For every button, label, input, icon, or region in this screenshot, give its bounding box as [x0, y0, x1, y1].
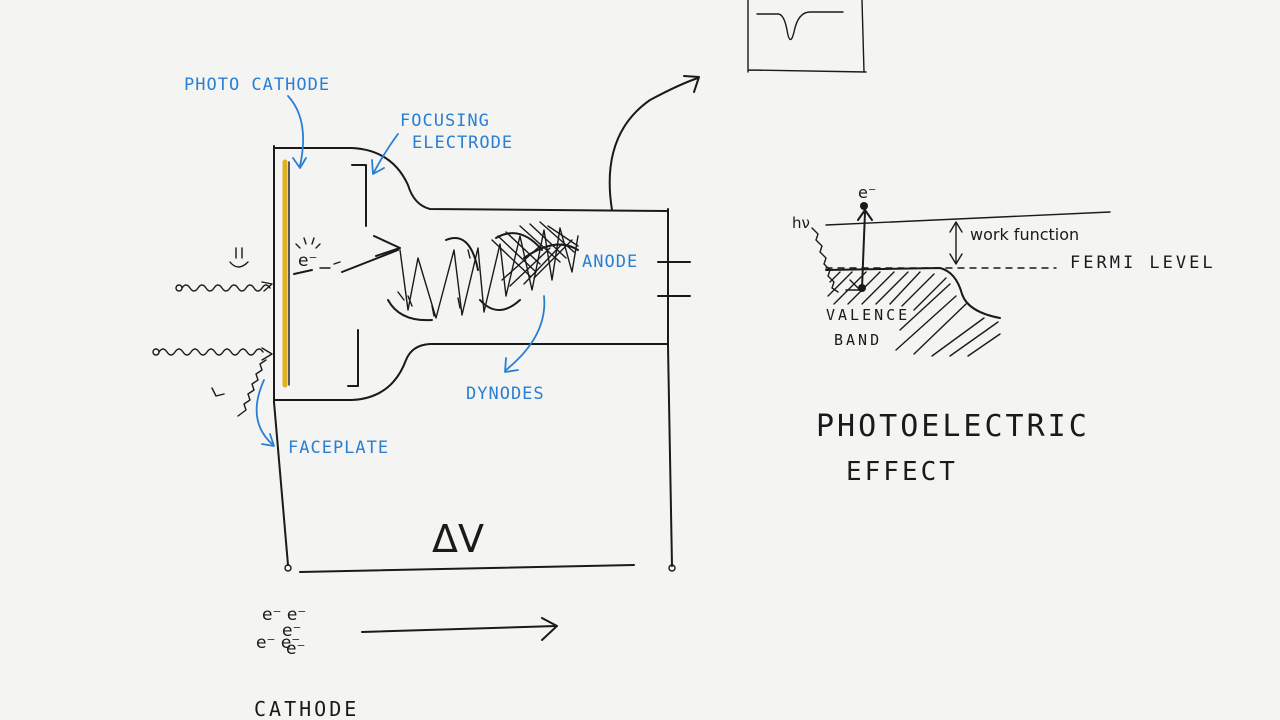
focusing-electrode-label-2: ELECTRODE	[412, 133, 513, 153]
emitted-electron-label: e⁻	[858, 183, 876, 202]
focusing-electrode	[347, 164, 367, 387]
photocathode-label: PHOTO CATHODE	[184, 75, 330, 95]
anode-label: ANODE	[582, 252, 638, 272]
photoelectric-title-2: EFFECT	[846, 457, 958, 487]
electron-cloud: e⁻ e⁻ e⁻ e⁻ e⁻ e⁻	[256, 605, 306, 659]
hv-label: hν	[792, 214, 810, 232]
cathode-label: CATHODE	[254, 697, 359, 720]
output-arrow	[608, 75, 700, 211]
incident-photon-2	[152, 347, 273, 361]
reflected-photon	[211, 359, 267, 417]
svg-text:e⁻ e⁻: e⁻ e⁻	[256, 633, 300, 653]
dynode-chain	[387, 221, 579, 322]
focusing-electrode-label-1: FOCUSING	[400, 111, 490, 131]
emitted-electron-marks	[293, 237, 341, 275]
svg-text:e⁻: e⁻	[286, 639, 305, 659]
faceplate-label: FACEPLATE	[288, 438, 389, 458]
smiley-icon	[229, 247, 249, 268]
svg-text:e⁻ e⁻: e⁻ e⁻	[262, 605, 306, 625]
band-diagram	[811, 202, 1111, 357]
dynodes-label: DYNODES	[466, 384, 545, 404]
fermi-level-label: FERMI LEVEL	[1070, 253, 1216, 273]
work-function-label: work function	[970, 225, 1079, 244]
delta-v-label: ΔV	[432, 517, 484, 561]
voltage-circuit	[273, 345, 676, 573]
electron-flow-arrow	[361, 617, 558, 641]
incident-photon-1	[175, 281, 273, 292]
valence-label-1: VALENCE	[826, 306, 910, 324]
valence-label-2: BAND	[834, 331, 882, 349]
anode-plates	[657, 261, 691, 297]
tube-body	[273, 145, 669, 403]
electron-label: e⁻	[298, 251, 317, 271]
photoelectric-title-1: PHOTOELECTRIC	[816, 409, 1090, 444]
svg-text:e⁻: e⁻	[282, 621, 301, 641]
pulse-display	[747, 0, 867, 73]
